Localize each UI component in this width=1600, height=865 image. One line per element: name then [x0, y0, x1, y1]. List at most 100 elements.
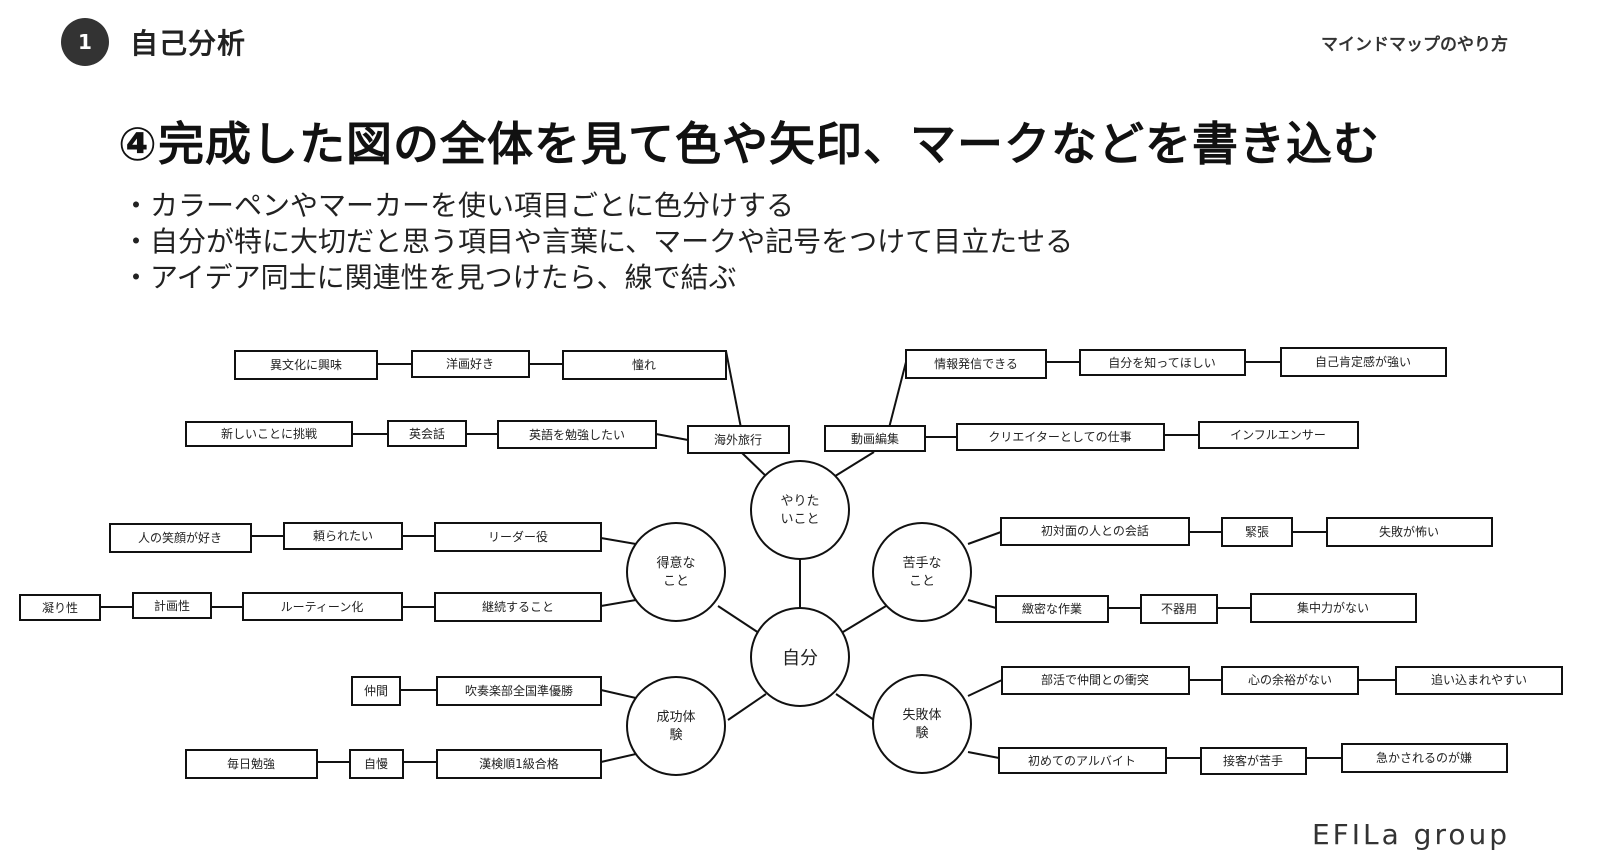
node-box: 緻密な作業: [995, 595, 1109, 623]
node-box: クリエイターとしての仕事: [956, 423, 1165, 451]
node-box: 情報発信できる: [905, 349, 1047, 379]
svg-text:不器用: 不器用: [1161, 602, 1197, 616]
svg-text:緻密な作業: 緻密な作業: [1022, 601, 1082, 616]
svg-text:緊張: 緊張: [1245, 525, 1269, 539]
svg-text:初対面の人との会話: 初対面の人との会話: [1041, 523, 1149, 538]
node-box: 継続すること: [434, 592, 602, 622]
section-number-badge: 1: [61, 18, 109, 66]
node-box: 初めてのアルバイト: [998, 747, 1167, 774]
svg-text:初めてのアルバイト: 初めてのアルバイト: [1028, 754, 1136, 768]
node-box: 緊張: [1221, 517, 1293, 547]
node-box: 海外旅行: [687, 425, 790, 454]
svg-text:異文化に興味: 異文化に興味: [270, 357, 342, 372]
svg-text:集中力がない: 集中力がない: [1297, 600, 1369, 615]
node-box: 自慢: [349, 749, 404, 779]
instruction-list: カラーペンやマーカーを使い項目ごとに色分けする 自分が特に大切だと思う項目や言葉…: [122, 188, 1073, 296]
node-box: 心の余裕がない: [1221, 666, 1359, 695]
node-box: 英会話: [387, 420, 467, 447]
svg-text:洋画好き: 洋画好き: [446, 356, 494, 371]
svg-text:海外旅行: 海外旅行: [714, 432, 762, 447]
svg-text:毎日勉強: 毎日勉強: [227, 756, 275, 771]
node-box: 急かされるのが嫌: [1341, 743, 1508, 773]
svg-text:漢検順1級合格: 漢検順1級合格: [479, 756, 559, 771]
svg-text:心の余裕がない: 心の余裕がない: [1248, 672, 1332, 687]
svg-text:自分を知ってほしい: 自分を知ってほしい: [1108, 356, 1215, 370]
node-box: 異文化に興味: [234, 350, 378, 380]
mind-map-boxes: 異文化に興味 洋画好き 憧れ 新しいことに挑戦 英会話 英語を勉強したい 海外旅…: [19, 347, 1563, 779]
svg-text:英語を勉強したい: 英語を勉強したい: [529, 427, 625, 442]
node-box: リーダー役: [434, 522, 602, 552]
svg-text:得意な: 得意な: [656, 555, 695, 571]
svg-text:成功体: 成功体: [656, 710, 695, 725]
node-box: 不器用: [1140, 594, 1218, 624]
node-box: 新しいことに挑戦: [185, 421, 353, 447]
svg-text:部活で仲間との衝突: 部活で仲間との衝突: [1041, 672, 1149, 687]
node-box: 人の笑顔が好き: [109, 523, 252, 553]
node-box: 仲間: [351, 676, 401, 706]
bullet-item: アイデア同士に関連性を見つけたら、線で結ぶ: [122, 260, 1073, 296]
svg-text:接客が苦手: 接客が苦手: [1223, 753, 1283, 768]
branch-seiko: 成功体 験: [626, 676, 726, 776]
svg-text:失敗が怖い: 失敗が怖い: [1379, 524, 1439, 539]
svg-text:吹奏楽部全国準優勝: 吹奏楽部全国準優勝: [465, 683, 573, 698]
bullet-item: カラーペンやマーカーを使い項目ごとに色分けする: [122, 188, 1073, 224]
svg-text:失敗体: 失敗体: [902, 708, 941, 723]
node-box: 追い込まれやすい: [1395, 666, 1563, 695]
node-box: 失敗が怖い: [1326, 517, 1493, 547]
node-box: 憧れ: [562, 350, 727, 380]
node-box: 吹奏楽部全国準優勝: [436, 676, 602, 706]
node-box: 計画性: [132, 592, 212, 619]
node-box: 初対面の人との会話: [1000, 517, 1190, 546]
svg-text:動画編集: 動画編集: [851, 431, 899, 446]
svg-text:急かされるのが嫌: 急かされるのが嫌: [1376, 750, 1472, 765]
mind-map-connectors: [100, 350, 1396, 763]
node-box: 動画編集: [824, 425, 926, 452]
node-box: ルーティーン化: [242, 592, 403, 621]
svg-text:仲間: 仲間: [364, 684, 388, 698]
node-box: 毎日勉強: [185, 749, 318, 779]
svg-text:クリエイターとしての仕事: クリエイターとしての仕事: [988, 430, 1131, 444]
node-box: 頼られたい: [283, 522, 403, 550]
node-box: 接客が苦手: [1200, 747, 1307, 775]
node-box: インフルエンサー: [1198, 421, 1359, 449]
svg-text:新しいことに挑戦: 新しいことに挑戦: [221, 426, 317, 441]
svg-text:苦手な: 苦手な: [902, 555, 941, 571]
node-box: 部活で仲間との衝突: [1001, 666, 1190, 695]
section-title: 自己分析: [130, 27, 247, 60]
svg-text:計画性: 計画性: [154, 598, 190, 613]
svg-text:験: 験: [915, 726, 928, 741]
branch-tokui: 得意な こと: [626, 522, 726, 622]
svg-text:継続すること: 継続すること: [482, 599, 554, 614]
svg-text:情報発信できる: 情報発信できる: [934, 357, 1018, 371]
brand-logo: EFILa group: [1311, 818, 1510, 851]
svg-text:こと: こと: [909, 574, 935, 589]
slide-topic-label: マインドマップのやり方: [1321, 35, 1508, 55]
node-box: 凝り性: [19, 594, 101, 621]
svg-text:頼られたい: 頼られたい: [313, 529, 373, 543]
svg-text:こと: こと: [663, 574, 689, 589]
svg-text:リーダー役: リーダー役: [488, 529, 548, 544]
node-box: 英語を勉強したい: [497, 420, 657, 449]
svg-text:英会話: 英会話: [409, 426, 445, 441]
svg-text:いこと: いこと: [780, 512, 819, 527]
node-box: 集中力がない: [1250, 593, 1417, 623]
svg-text:自慢: 自慢: [364, 757, 388, 771]
svg-text:やりた: やりた: [780, 494, 819, 509]
branch-shippai: 失敗体 験: [872, 674, 972, 774]
node-box: 自己肯定感が強い: [1280, 347, 1447, 377]
svg-text:自己肯定感が強い: 自己肯定感が強い: [1315, 354, 1411, 369]
node-box: 自分を知ってほしい: [1079, 349, 1246, 376]
svg-text:追い込まれやすい: 追い込まれやすい: [1431, 672, 1527, 687]
svg-text:人の笑顔が好き: 人の笑顔が好き: [138, 530, 222, 545]
bullet-item: 自分が特に大切だと思う項目や言葉に、マークや記号をつけて目立たせる: [122, 224, 1073, 260]
svg-text:インフルエンサー: インフルエンサー: [1230, 428, 1326, 442]
branch-yaritai: やりた いこと: [750, 460, 850, 560]
svg-text:ルーティーン化: ルーティーン化: [281, 600, 364, 614]
slide-heading: ④完成した図の全体を見て色や矢印、マークなどを書き込む: [118, 117, 1380, 171]
svg-text:凝り性: 凝り性: [42, 600, 78, 615]
node-box: 洋画好き: [411, 350, 530, 378]
svg-text:験: 験: [669, 728, 682, 743]
branch-nigate: 苦手な こと: [872, 522, 972, 622]
node-box: 漢検順1級合格: [436, 749, 602, 779]
